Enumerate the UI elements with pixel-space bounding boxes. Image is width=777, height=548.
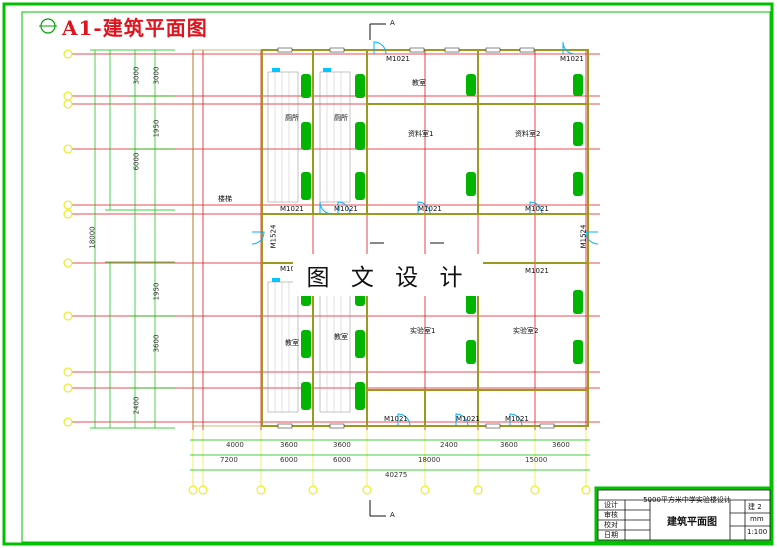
dimension-text: 7200 <box>220 456 238 464</box>
room-label: 资料室1 <box>408 130 434 138</box>
compass-logo-icon <box>37 18 59 38</box>
door-tag: M1021 <box>456 415 480 423</box>
dimension-total: 40275 <box>385 471 408 479</box>
section-mark-label: A <box>390 19 395 27</box>
left-dimension-lines <box>90 49 175 429</box>
dimension-text: 6000 <box>280 456 298 464</box>
title-block-drawing-title: 建筑平面图 <box>667 517 717 528</box>
dimension-text: 6000 <box>132 152 141 171</box>
watermark-text: 图 文 设 计 <box>293 254 483 296</box>
door-tag: M1021 <box>418 205 442 213</box>
door-tag: M1021 <box>525 267 549 275</box>
dimension-text: 2400 <box>132 396 141 415</box>
dimension-text: 3600 <box>333 441 351 449</box>
title-block-frame <box>597 489 771 541</box>
room-label: 楼梯 <box>218 195 232 203</box>
title-block-outer-green <box>594 486 774 544</box>
section-mark-label: A <box>390 511 395 519</box>
room-label: 实验室2 <box>513 327 539 335</box>
title-block-project: 5000平方米中学实验楼设计 <box>643 496 731 504</box>
section-mark-lines <box>369 23 444 517</box>
room-label: 教室 <box>334 333 348 341</box>
room-label: 厕所 <box>334 114 348 122</box>
room-label: 实验室1 <box>410 327 436 335</box>
door-tag: M1524 <box>269 224 278 249</box>
title-block-label: 设计 <box>604 501 618 509</box>
dimension-text: 3600 <box>152 334 161 353</box>
dimension-text: 4000 <box>226 441 244 449</box>
dimension-text: 3600 <box>280 441 298 449</box>
title-block-label: 校对 <box>604 521 618 529</box>
dimension-text: 3000 <box>132 66 141 85</box>
dimension-text: 3600 <box>500 441 518 449</box>
dimension-text: 3000 <box>152 66 161 85</box>
door-tag: M1021 <box>525 205 549 213</box>
room-label: 教室 <box>285 339 299 347</box>
room-label: 资料室2 <box>515 130 541 138</box>
dimension-text: 1950 <box>152 282 161 301</box>
title-block-label: 审核 <box>604 511 618 519</box>
door-tag: M1021 <box>384 415 408 423</box>
vertical-axis-lines <box>192 50 587 430</box>
lab-benches <box>267 71 351 413</box>
dimension-text: 1950 <box>152 119 161 138</box>
door-tag: M1021 <box>280 205 304 213</box>
room-label: 厕所 <box>285 114 299 122</box>
bottom-axis-bubbles <box>188 485 591 495</box>
horizontal-axis-lines <box>72 53 600 423</box>
green-fixtures <box>301 74 583 410</box>
dimension-text: 18000 <box>418 456 441 464</box>
dimension-text: 6000 <box>333 456 351 464</box>
room-label: 教室 <box>412 79 426 87</box>
dimension-total: 18000 <box>88 226 97 249</box>
bottom-dimension-lines <box>190 439 590 471</box>
door-tag: M1021 <box>560 55 584 63</box>
door-swings <box>251 41 599 427</box>
left-axis-bubbles <box>63 49 73 427</box>
dimension-text: 15000 <box>525 456 548 464</box>
dimension-text: 2400 <box>440 441 458 449</box>
inner-frame <box>21 11 771 543</box>
bottom-axis-leaders <box>192 430 587 486</box>
title-block-label: 日期 <box>604 531 618 539</box>
door-tag: M1524 <box>579 224 588 249</box>
title-block-scale: 1:100 <box>747 528 768 536</box>
windows <box>277 47 555 429</box>
title-block-unit: mm <box>750 515 764 523</box>
door-tag: M1021 <box>334 205 358 213</box>
title-block-sheet-no: 建 2 <box>748 503 762 511</box>
drawing-title-banner: A1-建筑平面图 <box>62 16 208 40</box>
bench-hatching <box>274 72 342 412</box>
door-tag: M1021 <box>505 415 529 423</box>
dimension-text: 3600 <box>552 441 570 449</box>
door-tag: M1021 <box>280 265 304 273</box>
door-tag: M1021 <box>386 55 410 63</box>
